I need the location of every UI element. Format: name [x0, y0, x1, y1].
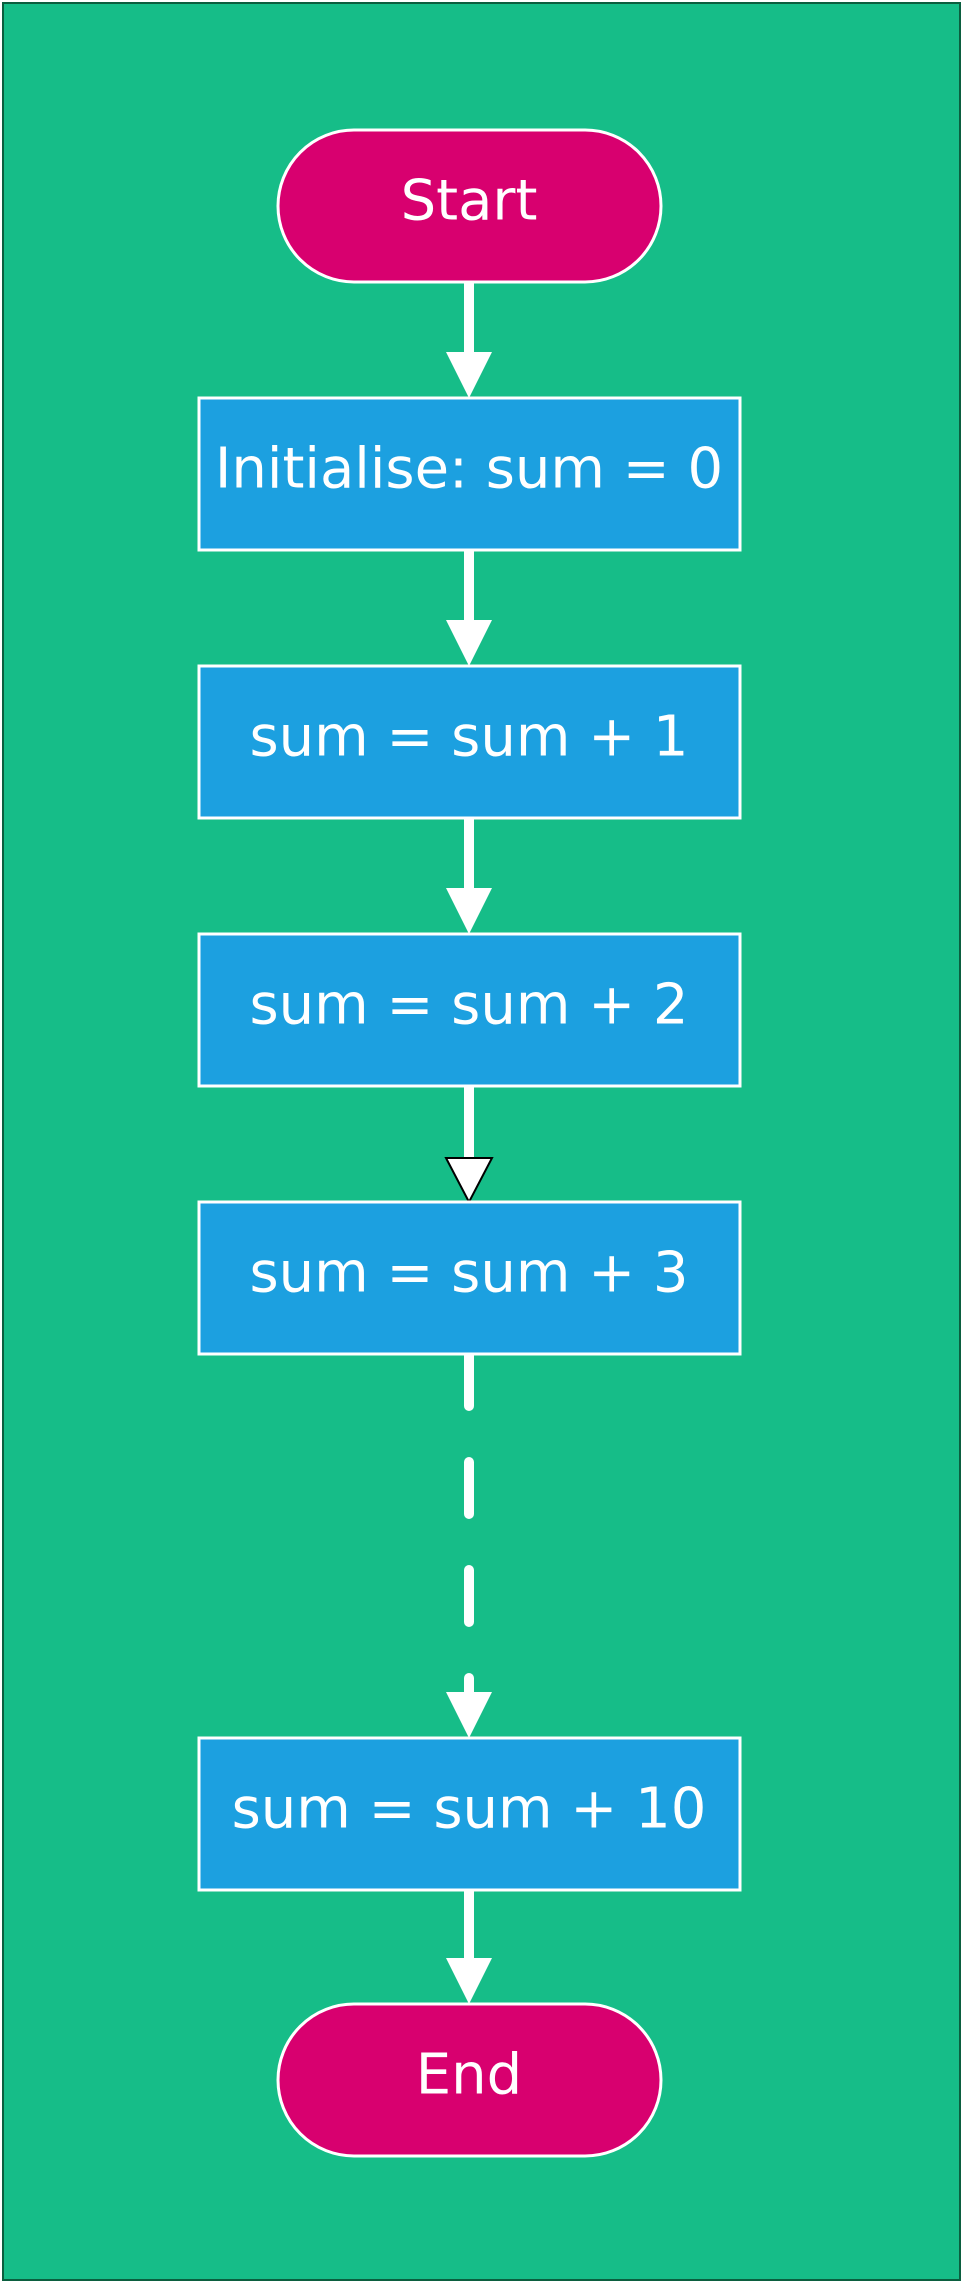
step2-label: sum = sum + 2	[249, 973, 688, 1038]
step2-process: sum = sum + 2	[197, 932, 742, 1088]
edge-step2-to-step3	[444, 1086, 494, 1205]
start-label: Start	[401, 169, 538, 234]
arrowhead-open	[444, 1157, 494, 1205]
edge-step3-to-step10	[446, 1349, 492, 1738]
step10-process: sum = sum + 10	[197, 1736, 742, 1892]
edge-init-to-step1	[446, 550, 492, 666]
init-process: Initialise: sum = 0	[197, 396, 742, 552]
step2-shape	[197, 932, 742, 1088]
step3-shape	[197, 1200, 742, 1356]
arrowhead-filled	[446, 1958, 492, 2004]
step10-label: sum = sum + 10	[232, 1777, 707, 1842]
edge-start-to-init	[446, 282, 492, 398]
step3-process: sum = sum + 3	[197, 1200, 742, 1356]
arrowhead-filled	[446, 620, 492, 666]
edge-step10-to-end	[446, 1890, 492, 2004]
arrowhead-filled	[446, 352, 492, 398]
end-terminal: End	[276, 2002, 663, 2158]
step1-process: sum = sum + 1	[197, 664, 742, 820]
step1-label: sum = sum + 1	[249, 705, 688, 770]
end-shape	[276, 2002, 663, 2158]
edge-step1-to-step2	[446, 818, 492, 934]
step3-label: sum = sum + 3	[249, 1241, 688, 1306]
init-shape	[197, 396, 742, 552]
start-shape	[276, 128, 663, 284]
step1-shape	[197, 664, 742, 820]
arrowhead-filled	[446, 1692, 492, 1738]
step10-shape	[197, 1736, 742, 1892]
init-label: Initialise: sum = 0	[215, 437, 723, 502]
start-terminal: Start	[276, 128, 663, 284]
arrowhead-filled	[446, 888, 492, 934]
end-label: End	[416, 2043, 522, 2108]
